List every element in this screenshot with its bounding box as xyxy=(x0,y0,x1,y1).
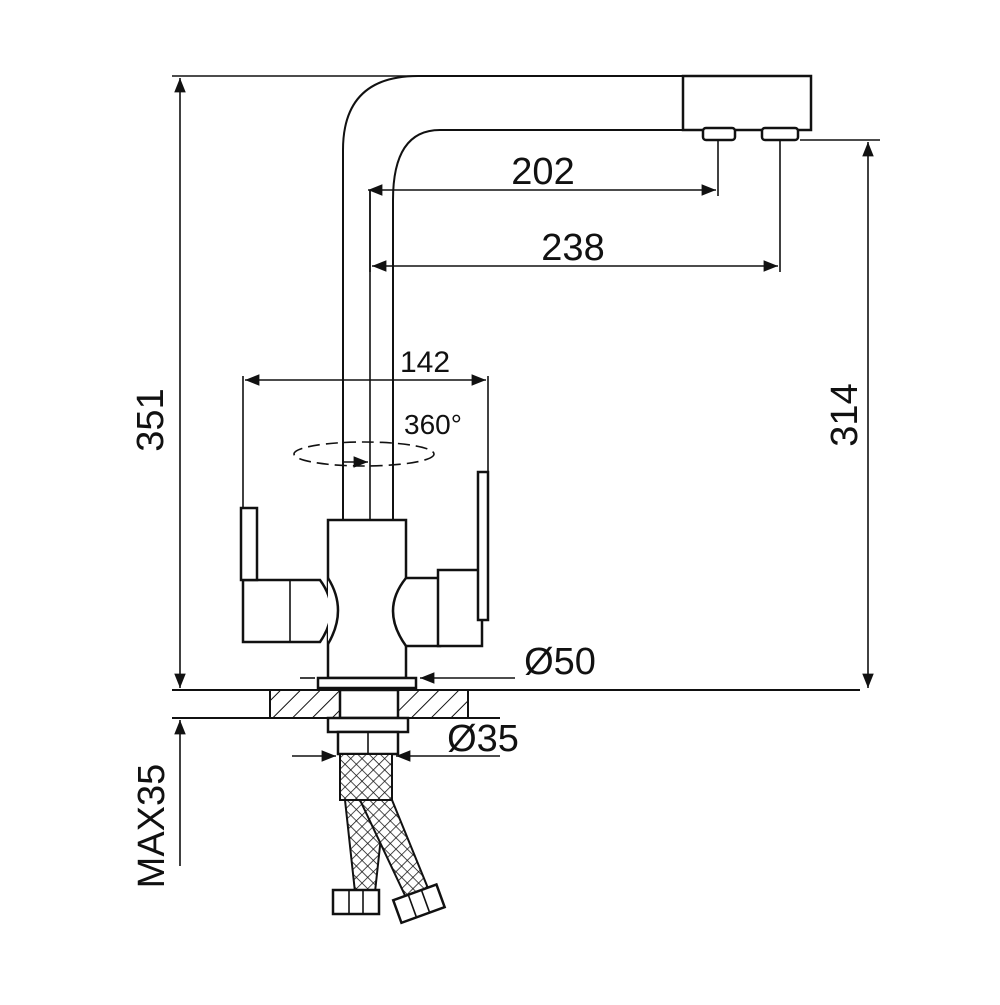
base-ring xyxy=(316,676,418,690)
dimension-lines xyxy=(172,75,880,866)
spout-head xyxy=(681,74,813,132)
countertop-section xyxy=(172,688,860,756)
outlet-filtered xyxy=(701,126,737,142)
dim-spout-height: 314 xyxy=(824,383,866,446)
left-lever xyxy=(239,506,259,582)
dim-max-deck-thickness: MAX35 xyxy=(131,764,173,889)
left-handle xyxy=(241,578,333,644)
counter-hatch-right xyxy=(397,689,469,719)
dim-reach-filtered: 202 xyxy=(511,151,574,193)
dim-rotation: 360° xyxy=(404,409,462,440)
supply-hoses xyxy=(331,753,447,925)
dim-hole-diameter: Ø35 xyxy=(447,718,519,760)
dim-reach-main: 238 xyxy=(541,227,604,269)
dim-base-diameter: Ø50 xyxy=(524,641,596,683)
right-handle xyxy=(436,568,484,648)
hose-left-nut xyxy=(331,888,381,916)
faucet-body xyxy=(239,74,813,690)
dim-total-height: 351 xyxy=(130,388,172,451)
dim-handle-span: 142 xyxy=(400,346,450,379)
right-lever xyxy=(476,470,490,622)
counter-hatch-left xyxy=(269,689,341,719)
right-handle-neck xyxy=(391,576,442,648)
mounting-washer xyxy=(326,716,410,734)
hose-right-nut xyxy=(391,882,447,925)
outlet-main xyxy=(760,126,800,142)
mounting-nut xyxy=(338,688,400,720)
